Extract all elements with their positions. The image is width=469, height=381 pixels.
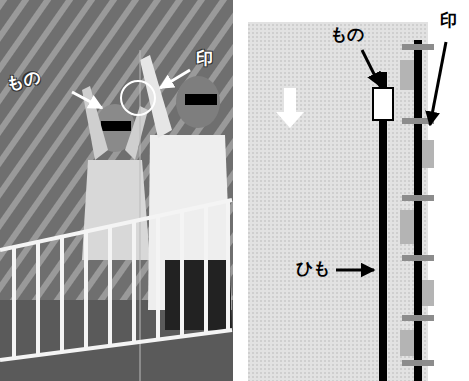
label: ひも xyxy=(296,258,330,278)
string-diagram xyxy=(248,22,446,381)
photo xyxy=(0,0,233,381)
label: 印 xyxy=(440,10,457,30)
label: もの xyxy=(330,24,364,44)
label: 印 xyxy=(196,48,213,68)
